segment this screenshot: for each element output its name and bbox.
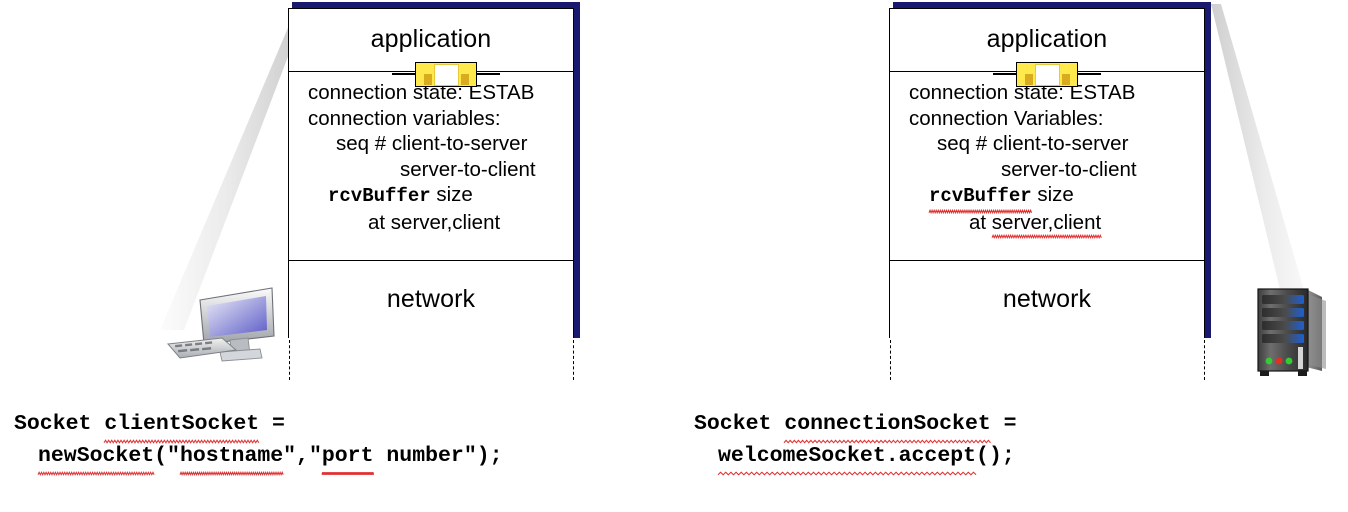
socket-icon[interactable] xyxy=(415,62,477,87)
client-dashed-line-right xyxy=(573,340,574,380)
server-network-label: network xyxy=(1002,284,1092,313)
code-token: port xyxy=(321,444,374,468)
socket-icon-pin-right xyxy=(1062,74,1070,85)
variable-line: rcvBuffer size xyxy=(889,182,1205,210)
spellcheck-underline: newSocket xyxy=(38,440,154,472)
server-code-block: Socket connectionSocket =welcomeSocket.a… xyxy=(694,408,1017,472)
variable-suffix: size xyxy=(1031,183,1074,206)
server-tower-icon xyxy=(1257,288,1326,376)
variable-text: rcvBuffer xyxy=(328,185,431,207)
client-dashed-line-left xyxy=(289,340,290,380)
spellcheck-underline: connectionSocket xyxy=(784,408,990,440)
code-token: newSocket xyxy=(38,444,155,468)
client-variables-divider xyxy=(288,260,574,261)
socket-icon-wire-left xyxy=(993,73,1017,76)
code-token: number xyxy=(386,444,464,468)
code-token: clientSocket xyxy=(104,412,260,436)
code-line: welcomeSocket.accept(); xyxy=(694,440,1017,472)
spellcheck-underline: clientSocket xyxy=(104,408,259,440)
socket-icon-wire-left xyxy=(392,73,416,76)
socket-icon[interactable] xyxy=(1016,62,1078,87)
variable-text: seq # client-to-server xyxy=(336,132,528,155)
socket-icon-pin-left xyxy=(1025,74,1033,85)
server-box-3d-edge-right xyxy=(1203,2,1211,338)
socket-icon-wire-right xyxy=(1077,73,1101,76)
variable-line: rcvBuffer size xyxy=(288,182,574,210)
code-token xyxy=(91,412,104,436)
code-token: (" xyxy=(154,444,180,468)
variable-text: server-to-client xyxy=(400,157,536,181)
client-code-block: Socket clientSocket =newSocket("hostname… xyxy=(14,408,503,472)
server-dashed-line-right xyxy=(1204,340,1205,380)
server-network-layer: network xyxy=(889,260,1205,338)
spellcheck-underline: rcvBuffer xyxy=(929,182,1032,210)
variable-suffix: size xyxy=(430,183,473,206)
variable-line: at server,client xyxy=(288,210,574,236)
variable-text: connection state: ESTAB xyxy=(308,81,535,104)
variable-text: connection variables: xyxy=(308,106,501,130)
server-box-3d-edge xyxy=(893,2,1211,10)
variable-text: rcvBuffer xyxy=(929,185,1032,207)
code-line: Socket clientSocket = xyxy=(14,408,503,440)
variable-line: seq # client-to-server xyxy=(288,131,574,157)
client-network-layer: network xyxy=(288,260,574,338)
code-token: Socket xyxy=(14,412,92,436)
server-application-layer: application xyxy=(889,8,1205,72)
code-token xyxy=(373,444,386,468)
variable-line: server-to-client xyxy=(288,157,574,183)
client-light-beam xyxy=(160,4,308,330)
client-box-3d-edge xyxy=(292,2,580,10)
code-token: "); xyxy=(463,444,503,468)
variable-line: connection Variables: xyxy=(889,106,1205,132)
server-light-beam xyxy=(1211,4,1317,335)
variable-text: at xyxy=(969,210,992,234)
code-token: (); xyxy=(976,444,1015,468)
variable-line: connection variables: xyxy=(288,106,574,132)
desktop-pc-icon xyxy=(167,287,275,362)
socket-icon-pin-left xyxy=(424,74,432,85)
variable-line: connection state: ESTAB xyxy=(288,80,574,106)
variable-line: at server,client xyxy=(889,210,1205,236)
spellcheck-underline: hostname xyxy=(180,440,283,472)
variable-text: seq # client-to-server xyxy=(937,132,1129,155)
variable-line: seq # client-to-server xyxy=(889,131,1205,157)
server-dashed-line-left xyxy=(890,340,891,380)
variable-text: at server,client xyxy=(368,210,501,234)
server-application-label: application xyxy=(986,25,1108,53)
code-line: newSocket("hostname","port number"); xyxy=(14,440,503,472)
spellcheck-underline: port xyxy=(322,440,374,472)
code-token: = xyxy=(990,412,1017,436)
client-network-label: network xyxy=(386,284,476,313)
variable-text: connection Variables: xyxy=(909,106,1104,130)
variable-text: server,client xyxy=(991,210,1102,234)
code-token: hostname xyxy=(179,444,284,468)
client-application-label: application xyxy=(370,25,492,53)
code-token: connectionSocket xyxy=(784,412,991,436)
variable-text: server-to-client xyxy=(1001,157,1137,181)
server-variables-divider xyxy=(889,260,1205,261)
socket-icon-pin-right xyxy=(461,74,469,85)
socket-icon-wire-right xyxy=(476,73,500,76)
code-token: "," xyxy=(283,444,322,468)
code-token xyxy=(771,412,784,436)
spellcheck-underline: server,client xyxy=(992,210,1101,236)
spellcheck-underline: welcomeSocket.accept xyxy=(718,440,976,472)
socket-icon-body xyxy=(1035,64,1060,86)
client-box-3d-edge-right xyxy=(572,2,580,338)
variable-line: server-to-client xyxy=(889,157,1205,183)
socket-icon-body xyxy=(434,64,459,86)
code-token: = xyxy=(259,412,285,436)
code-token: welcomeSocket.accept xyxy=(718,444,977,468)
code-line: Socket connectionSocket = xyxy=(694,408,1017,440)
code-token: Socket xyxy=(694,412,772,436)
